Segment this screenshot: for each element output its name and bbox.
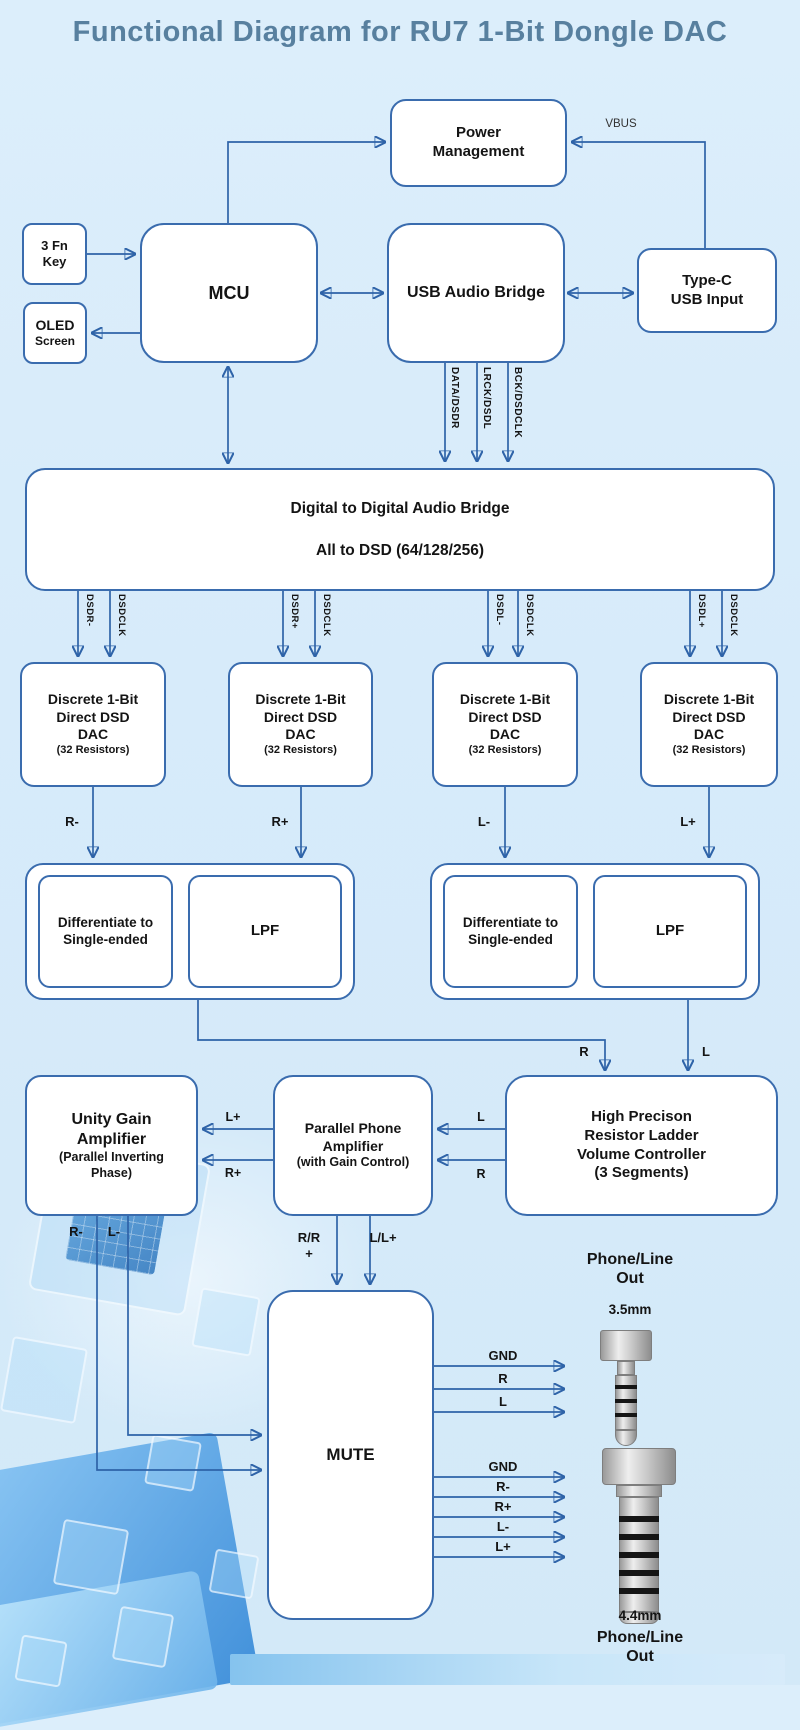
jack-insulator-ring (619, 1516, 659, 1522)
block-lpf-left: LPF (593, 875, 747, 988)
jack35-size: 3.5mm (608, 1302, 652, 1317)
signal-ll-plus: L/L+ (369, 1230, 397, 1245)
dac-label: Discrete 1-Bit Direct DSD DAC (459, 691, 551, 743)
dac-label: Discrete 1-Bit Direct DSD DAC (255, 691, 346, 743)
pamp-label: Parallel Phone Amplifier (304, 1120, 402, 1154)
jack-3-5mm-plug (597, 1330, 657, 1448)
top-section-wires (87, 142, 706, 463)
signal-dsdclk: DSDCLK (116, 594, 127, 637)
jack44-title: Phone/Line Out (596, 1629, 684, 1666)
oled-sublabel: Screen (34, 334, 76, 349)
jack-insulator-ring (615, 1413, 637, 1417)
jack-neck (617, 1361, 635, 1375)
jack-insulator-ring (615, 1385, 637, 1389)
signal-bck-dsdclk: BCK/DSDCLK (512, 367, 523, 439)
signal-dsdclk: DSDCLK (524, 594, 535, 637)
block-dsd-dac-4: Discrete 1-Bit Direct DSD DAC (32 Resist… (640, 662, 778, 787)
block-mute: MUTE (267, 1290, 434, 1620)
jack-insulator-ring (615, 1399, 637, 1403)
dac-sublabel: (32 Resistors) (468, 743, 542, 756)
pin-35-gnd: GND (488, 1348, 518, 1363)
page-title: Functional Diagram for RU7 1-Bit Dongle … (72, 16, 728, 48)
signal-vbus: VBUS (605, 118, 637, 130)
signal-dsdr-plus: DSDR+ (289, 594, 300, 629)
block-typec-usb-input: Type-C USB Input (637, 248, 777, 333)
signal-dsdl-plus: DSDL+ (696, 594, 707, 628)
jack-4-4mm-plug (602, 1448, 678, 1626)
signal-l-to-pamp: L (477, 1110, 485, 1124)
dac-sublabel: (32 Resistors) (56, 743, 130, 756)
block-dsd-dac-1: Discrete 1-Bit Direct DSD DAC (32 Resist… (20, 662, 166, 787)
signal-l-route: L (702, 1044, 710, 1059)
dac-sublabel: (32 Resistors) (264, 743, 337, 756)
pin-35-r: R (498, 1371, 508, 1386)
block-dsd-dac-2: Discrete 1-Bit Direct DSD DAC (32 Resist… (228, 662, 373, 787)
dac-label: Discrete 1-Bit Direct DSD DAC (47, 691, 139, 743)
signal-l-minus: L- (477, 814, 491, 829)
jack-cap (600, 1330, 652, 1361)
block-3fn-key: 3 Fn Key (22, 223, 87, 285)
pamp-sublabel: (with Gain Control) (296, 1155, 410, 1170)
jack44-size: 4.4mm (618, 1608, 662, 1623)
block-mcu: MCU (140, 223, 318, 363)
signal-dsdl-minus: DSDL- (494, 594, 505, 626)
pin-44-lminus: L- (496, 1519, 510, 1534)
dac-label: Discrete 1-Bit Direct DSD DAC (663, 691, 755, 743)
pin-44-rplus: R+ (494, 1499, 512, 1514)
block-power-management: Power Management (390, 99, 567, 187)
dac-sublabel: (32 Resistors) (672, 743, 746, 756)
block-dsd-dac-3: Discrete 1-Bit Direct DSD DAC (32 Resist… (432, 662, 578, 787)
signal-dsdclk: DSDCLK (321, 594, 332, 637)
signal-r-minus: R- (65, 814, 79, 829)
pin-44-rminus: R- (496, 1479, 510, 1494)
signal-r-to-pamp: R (476, 1167, 486, 1181)
jack-tip (619, 1612, 659, 1624)
jack-insulator-ring (619, 1534, 659, 1540)
dac-output-wires (93, 787, 709, 857)
unity-label: Unity Gain Amplifier (71, 1110, 152, 1148)
jack-cap (602, 1448, 676, 1485)
oled-label: OLED (35, 316, 75, 333)
jack-insulator-ring (619, 1570, 659, 1576)
jack35-title: Phone/Line Out (586, 1251, 674, 1288)
digital-bridge-sublabel: All to DSD (64/128/256) (316, 541, 484, 559)
signal-dsdclk: DSDCLK (728, 594, 739, 637)
jack-neck (616, 1485, 662, 1497)
block-lpf-right: LPF (188, 875, 342, 988)
signal-r-route: R (579, 1044, 589, 1059)
block-differentiate-left: Differentiate to Single-ended (443, 875, 578, 988)
unity-sublabel: (Parallel Inverting Phase) (59, 1149, 164, 1180)
jack-insulator-ring (619, 1588, 659, 1594)
block-unity-gain-amplifier: Unity Gain Amplifier (Parallel Inverting… (25, 1075, 198, 1216)
signal-rminus-unity-out: R- (69, 1224, 83, 1239)
signal-r-plus: R+ (271, 814, 289, 829)
signal-lplus-to-unity: L+ (225, 1110, 241, 1124)
block-volume-controller: High Precison Resistor Ladder Volume Con… (505, 1075, 778, 1216)
block-parallel-phone-amplifier: Parallel Phone Amplifier (with Gain Cont… (273, 1075, 433, 1216)
dsd-bus-wires (78, 591, 722, 656)
block-digital-audio-bridge: Digital to Digital Audio Bridge All to D… (25, 468, 775, 591)
pin-44-lplus: L+ (495, 1539, 511, 1554)
jack-tip (615, 1430, 637, 1446)
block-differentiate-right: Differentiate to Single-ended (38, 875, 173, 988)
signal-l-plus: L+ (680, 814, 696, 829)
signal-lminus-unity-out: L- (107, 1224, 121, 1239)
signal-data-dsdr: DATA/DSDR (449, 367, 460, 429)
signal-dsdr-minus: DSDR- (84, 594, 95, 627)
jack-insulator-ring (619, 1552, 659, 1558)
signal-lrck-dsdl: LRCK/DSDL (481, 367, 492, 430)
block-usb-audio-bridge: USB Audio Bridge (387, 223, 565, 363)
pin-35-l: L (499, 1394, 507, 1409)
pin-44-gnd: GND (488, 1459, 518, 1474)
signal-rr-plus: R/R + (297, 1230, 321, 1261)
digital-bridge-label: Digital to Digital Audio Bridge (290, 500, 510, 518)
signal-rplus-to-unity: R+ (224, 1166, 242, 1180)
block-oled-screen: OLED Screen (23, 302, 87, 364)
jack-output-wires (434, 1366, 564, 1557)
